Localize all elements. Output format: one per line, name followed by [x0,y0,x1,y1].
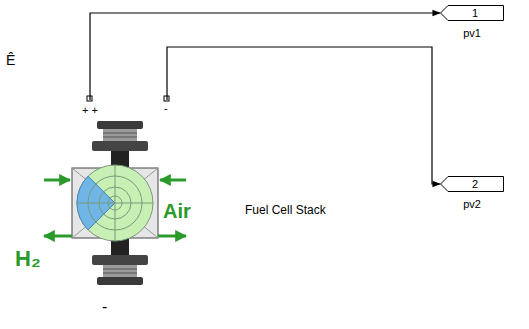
port-number: 2 [472,178,478,191]
fuel-cell-stack: H₂ Air Fuel Cell Stack [5,100,335,300]
port-number: 1 [472,7,478,20]
signal-wire [167,47,440,184]
terminal-sign: - [164,102,168,115]
cell-body [72,165,158,241]
outport-block: 2pv2 [440,176,504,192]
outport-block: 1pv1 [440,5,504,21]
port-name: pv1 [463,27,481,40]
port-name: pv2 [463,198,481,211]
signal-wire [90,13,440,100]
terminal-sign: - [102,298,107,316]
top-end-plate [92,121,148,168]
block-name: Fuel Cell Stack [245,204,326,218]
gas-label: Air [163,200,191,223]
bottom-end-plate [92,238,148,285]
output-symbol: Ê [6,52,15,68]
gas-label: H₂ [15,246,41,271]
terminal-sign: + + [82,104,98,117]
